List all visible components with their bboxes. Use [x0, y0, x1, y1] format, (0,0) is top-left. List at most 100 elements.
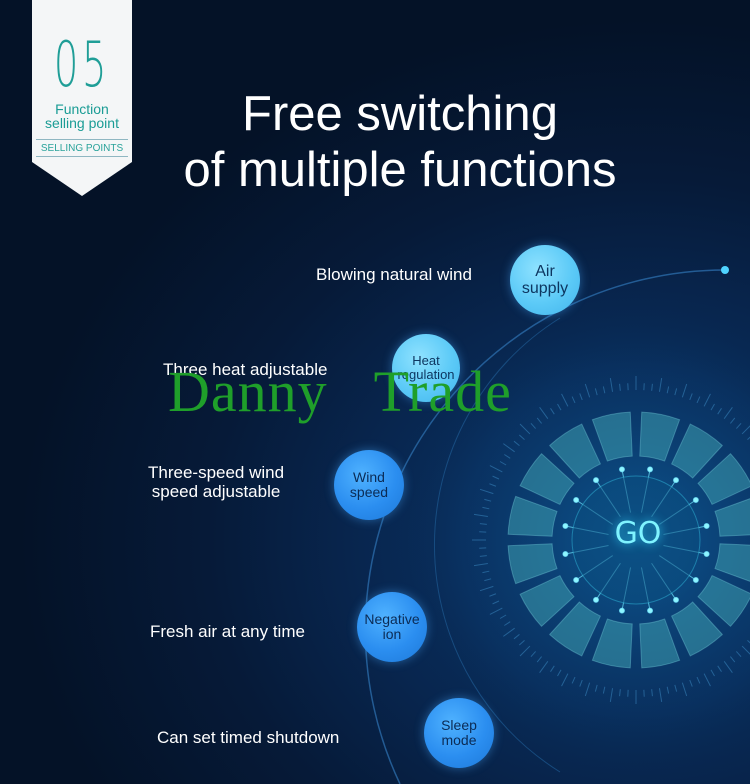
- bubble-sleep-line1: Sleep: [441, 717, 477, 733]
- dial-spoke-dot: [618, 466, 625, 473]
- dial-tick: [741, 645, 750, 655]
- section-number: 05: [53, 28, 111, 101]
- title-line2: of multiple functions: [183, 143, 617, 197]
- dial-tick: [696, 676, 701, 684]
- dial-tick: [609, 688, 614, 703]
- dial-segment: [548, 423, 602, 479]
- dial-tick: [619, 383, 621, 391]
- dial-tick: [482, 570, 490, 574]
- dial-spoke-dot: [647, 607, 654, 614]
- section-label-line2: selling point: [45, 115, 119, 131]
- dial-tick: [689, 679, 693, 687]
- bubble-ion-line2: ion: [382, 626, 402, 642]
- dial-tick: [489, 593, 497, 597]
- dial-segment: [507, 495, 558, 537]
- dial-tick: [536, 417, 542, 424]
- dial-spoke-dot: [703, 551, 710, 558]
- dial-tick: [539, 661, 549, 673]
- dial-tick: [658, 377, 663, 392]
- dial-tick: [571, 676, 576, 684]
- dial-tick: [747, 639, 750, 644]
- dial-tick: [479, 585, 494, 592]
- dial-spoke-dot: [647, 466, 654, 473]
- watermark-word2: Trade: [373, 359, 512, 424]
- dial-segment: [670, 601, 724, 657]
- dial-tick: [489, 607, 503, 615]
- dial-tick: [579, 679, 583, 687]
- dial-spoke-dot: [618, 607, 625, 614]
- dial-tick: [747, 436, 750, 441]
- dial-segment: [639, 618, 681, 669]
- bubble-heat-line2: regulation: [397, 367, 455, 382]
- dial-segment: [591, 618, 633, 669]
- watermark-word1: Danny: [168, 359, 328, 424]
- dial-segment: [548, 601, 602, 657]
- dial-tick: [666, 386, 670, 394]
- dial-tick: [674, 388, 678, 396]
- dial-tick: [602, 686, 606, 694]
- dial-tick: [723, 407, 733, 419]
- watermark: Danny Trade: [168, 358, 512, 425]
- dial-spoke-dot: [692, 577, 699, 584]
- dial-segment: [519, 452, 575, 506]
- dial-tick: [674, 684, 678, 692]
- dial-tick: [730, 417, 736, 424]
- go-button-label: GO: [614, 516, 662, 551]
- dial-segment: [591, 411, 633, 462]
- dial-tick: [584, 383, 591, 398]
- badge-shape: [32, 0, 132, 196]
- dial-tick: [561, 673, 569, 687]
- bubble-air-line2: supply: [521, 280, 569, 297]
- dial-tick: [479, 523, 487, 525]
- dial-spoke-dot: [703, 522, 710, 529]
- dial-tick: [499, 461, 507, 466]
- section-label: Function selling point: [32, 102, 132, 130]
- page-title: Free switching of multiple functions: [140, 86, 660, 198]
- dial-tick: [479, 488, 494, 495]
- dial-tick: [519, 423, 531, 435]
- dial-tick: [513, 440, 520, 446]
- dial-segment: [697, 452, 750, 506]
- dial-tick: [489, 465, 503, 473]
- dial-segment: [670, 423, 724, 479]
- dial-tick: [730, 656, 736, 663]
- dial-tick: [530, 651, 537, 658]
- dial-tick: [689, 393, 693, 401]
- dial-tick: [651, 383, 653, 391]
- dial-tick: [492, 475, 500, 480]
- dial-tick: [503, 627, 515, 637]
- dial-tick: [594, 684, 598, 692]
- section-label-line1: Function: [55, 101, 109, 117]
- dial-segment: [507, 543, 558, 585]
- dial-tick: [717, 408, 722, 415]
- dial-tick: [594, 388, 598, 396]
- dial-tick: [609, 377, 614, 392]
- dial-tick: [536, 656, 542, 663]
- feature-wind-line1: Three-speed wind: [148, 463, 285, 482]
- dial-tick: [579, 393, 583, 401]
- dial-tick: [489, 483, 497, 487]
- dial-tick: [602, 386, 606, 394]
- feature-text-ion: Fresh air at any time: [150, 622, 305, 641]
- dial-spoke-dot: [592, 596, 599, 603]
- dial-tick: [571, 396, 576, 404]
- dial-tick: [518, 639, 525, 646]
- dial-tick: [492, 600, 500, 605]
- dial-tick: [550, 408, 555, 415]
- dial-tick: [723, 661, 733, 673]
- dial-spoke-dot: [573, 496, 580, 503]
- dial-tick: [557, 403, 562, 411]
- dial-segment: [519, 574, 575, 628]
- dial-tick: [710, 403, 715, 411]
- dial-tick: [681, 383, 688, 398]
- dial-segment: [714, 498, 750, 537]
- dial-tick: [696, 396, 701, 404]
- bubble-heat-line1: Heat: [412, 353, 440, 368]
- dial-spoke-dot: [592, 477, 599, 484]
- dial-segment: [639, 411, 681, 462]
